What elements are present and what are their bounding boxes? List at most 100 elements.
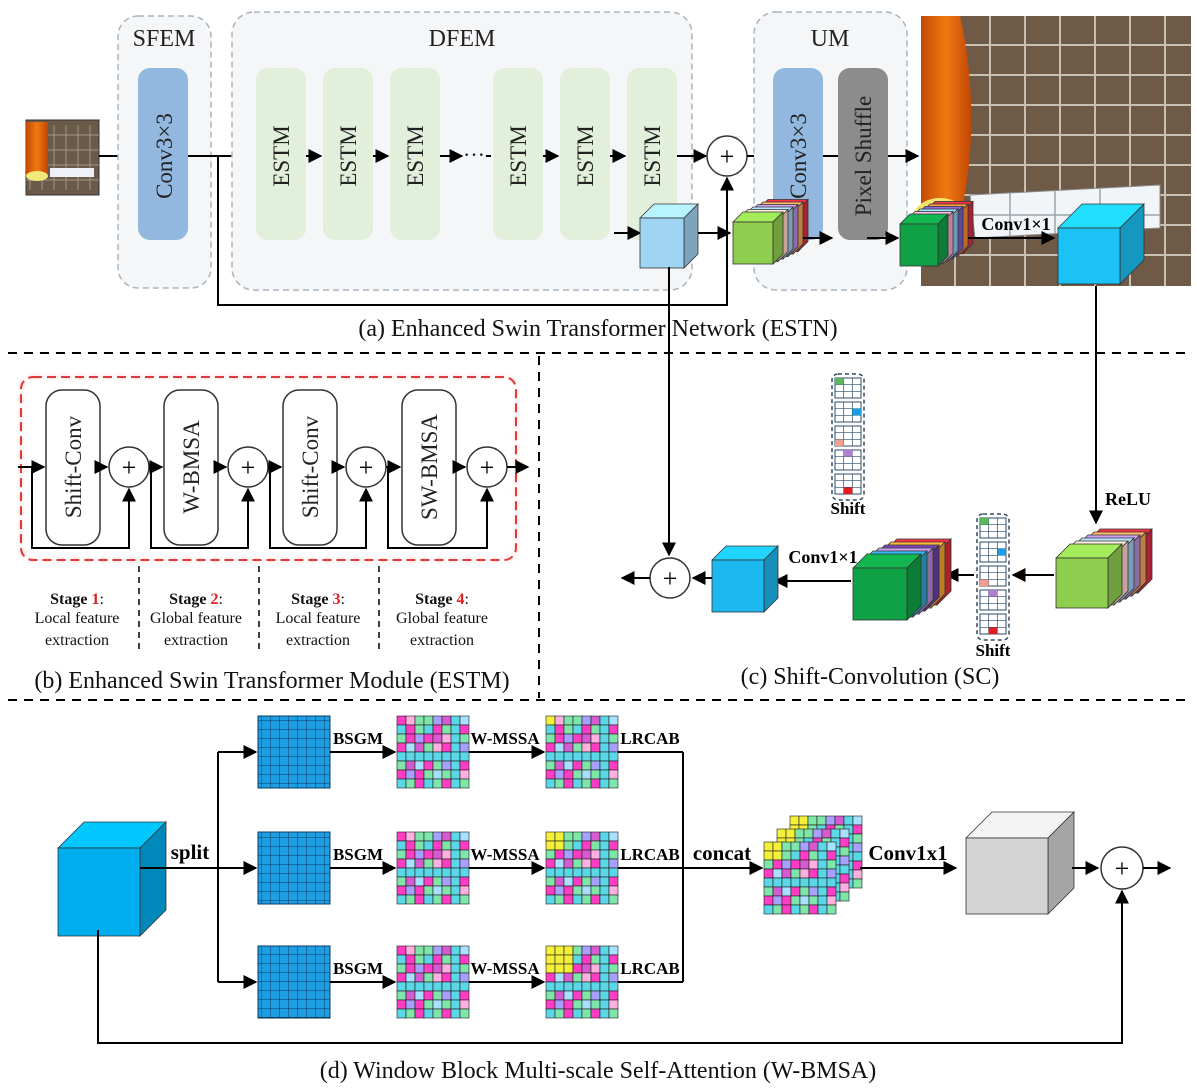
d-mix-grid-1-cell xyxy=(423,751,434,762)
d-mix-grid-2-cell xyxy=(414,894,425,905)
d-concat-layer-1-cell xyxy=(772,859,783,870)
c-final-cube xyxy=(711,545,779,613)
d-mix-grid-3-cell xyxy=(432,1008,443,1019)
d-mix-grid-3-cell xyxy=(414,999,425,1010)
d-mix-grid-2-cell xyxy=(459,885,470,896)
d-attn-grid-2-cell xyxy=(572,876,583,887)
d-concat-layer-1-cell xyxy=(799,886,810,897)
d-concat-stack xyxy=(763,815,863,915)
d-mix-grid-2-cell xyxy=(432,840,443,851)
d-attn-grid-2-cell xyxy=(599,885,610,896)
d-mix-grid-3-cell xyxy=(423,1008,434,1019)
d-mix-grid-1-cell xyxy=(459,778,470,789)
d-concat-layer-1-cell xyxy=(826,895,837,906)
d-mix-grid-3-cell xyxy=(405,1008,416,1019)
d-mix-grid-1-cell xyxy=(432,778,443,789)
d-attn-grid-3-cell xyxy=(608,945,619,956)
d-concat-layer-1-cell xyxy=(826,868,837,879)
d-attn-grid-3-cell xyxy=(590,999,601,1010)
d-mix-grid-2-cell xyxy=(432,831,443,842)
d-mix-grid-1-cell xyxy=(459,715,470,726)
d-mix-grid-1-cell xyxy=(405,760,416,771)
c-shift-column-top xyxy=(831,373,865,501)
d-mix-grid-2-cell xyxy=(414,858,425,869)
c-shift-bottom-tile-grid-4 xyxy=(980,614,1006,634)
d-concat-layer-1-cell xyxy=(799,877,810,888)
d-attn-grid-2-cell xyxy=(572,858,583,869)
d-mix-grid-3-cell xyxy=(459,981,470,992)
d-mix-grid-1-cell xyxy=(396,733,407,744)
d-mix-grid-2-cell xyxy=(423,876,434,887)
c-stack4-slice-0 xyxy=(852,553,922,621)
d-mix-grid-2-cell xyxy=(405,849,416,860)
d-mix-grid-2-cell xyxy=(396,849,407,860)
c-shift-bottom-tile-grid-2 xyxy=(980,566,1006,586)
d-attn-grid-2-cell xyxy=(545,840,556,851)
pixel-shuffle-block xyxy=(838,68,888,240)
c-shift-bottom-tile-grid-3 xyxy=(980,590,1006,610)
d-mix-grid-2-cell xyxy=(396,876,407,887)
d-attn-grid-3-cell xyxy=(554,945,565,956)
skip-connection-a xyxy=(217,156,734,306)
d-mix-grid-3-cell xyxy=(432,963,443,974)
d-mix-grid-2-cell xyxy=(414,876,425,887)
stage-number-2: 2 xyxy=(210,591,218,608)
d-attn-grid-2-cell xyxy=(545,885,556,896)
d-attn-grid-2-cell xyxy=(563,840,574,851)
d-mix-grid-2-cell xyxy=(432,867,443,878)
c-shift-bottom-tile-mark-3 xyxy=(988,590,998,597)
d-mix-grid-1-cell xyxy=(396,742,407,753)
d-mix-grid-2-cell xyxy=(441,867,452,878)
d-concat-layer-1-cell xyxy=(772,886,783,897)
estm-block-label-3: ESTM xyxy=(403,125,428,186)
d-attn-grid-2-cell xyxy=(599,876,610,887)
d-mix-grid-2-cell xyxy=(459,867,470,878)
panel-b: Shift-Conv+W-BMSA+Shift-Conv+SW-BMSA+ St… xyxy=(18,376,530,694)
d-concat-layer-1-cell xyxy=(817,841,828,852)
d-mix-grid-2-cell xyxy=(414,849,425,860)
c-stack1-slice-0-front xyxy=(732,221,774,265)
d-concat-layer-1-cell xyxy=(763,841,774,852)
d-attn-grid-1-cell xyxy=(608,742,619,753)
d-attn-grid-1-cell xyxy=(545,769,556,780)
d-attn-grid-2-cell xyxy=(545,876,556,887)
c-input-cube-body-front xyxy=(639,217,685,269)
d-mix-grid-1-cell xyxy=(450,778,461,789)
d-mix-grid-3-cell xyxy=(459,999,470,1010)
d-mix-grid-3-cell xyxy=(441,999,452,1010)
d-attn-grid-1-cell xyxy=(590,760,601,771)
d-attn-grid-1-cell xyxy=(554,778,565,789)
d-mix-grid-1-cell xyxy=(432,769,443,780)
d-attn-grid-2-cell xyxy=(572,849,583,860)
d-concat-layer-3-cell xyxy=(852,824,863,835)
d-mix-grid-3-cell xyxy=(405,945,416,956)
d-mix-grid-2-cell xyxy=(432,849,443,860)
d-concat-layer-1-cell xyxy=(790,841,801,852)
d-attn-grid-3-cell xyxy=(590,1008,601,1019)
d-mix-grid-3-cell xyxy=(432,981,443,992)
d-attn-grid-2-cell xyxy=(608,876,619,887)
d-mix-grid-2-cell xyxy=(450,858,461,869)
d-mix-grid-3-cell xyxy=(450,999,461,1010)
d-concat-layer-1-cell xyxy=(781,868,792,879)
stage-line1-1: Local feature xyxy=(35,610,120,627)
d-concat-layer-2-cell xyxy=(776,828,787,839)
d-attn-grid-3-cell xyxy=(554,954,565,965)
d-attn-grid-1-cell xyxy=(590,733,601,744)
c-stack2 xyxy=(899,200,974,267)
d-mix-grid-1-cell xyxy=(459,724,470,735)
d-attn-grid-1-cell xyxy=(581,769,592,780)
d-mix-grid-3-cell xyxy=(405,999,416,1010)
estm-block-3 xyxy=(390,68,440,240)
d-mix-grid-3-cell xyxy=(432,972,443,983)
d-attn-grid-2-cell xyxy=(554,894,565,905)
b-sum-plus-3: + xyxy=(359,453,374,482)
c-feature-stack-1 xyxy=(732,198,809,265)
d-attn-grid-1-cell xyxy=(545,760,556,771)
d-attn-grid-3-cell xyxy=(590,954,601,965)
d-concat-layer-1-cell xyxy=(790,859,801,870)
d-mix-grid-3-cell xyxy=(423,945,434,956)
d-attn-grid-1-cell xyxy=(608,733,619,744)
d-attn-grid-3-cell xyxy=(545,954,556,965)
